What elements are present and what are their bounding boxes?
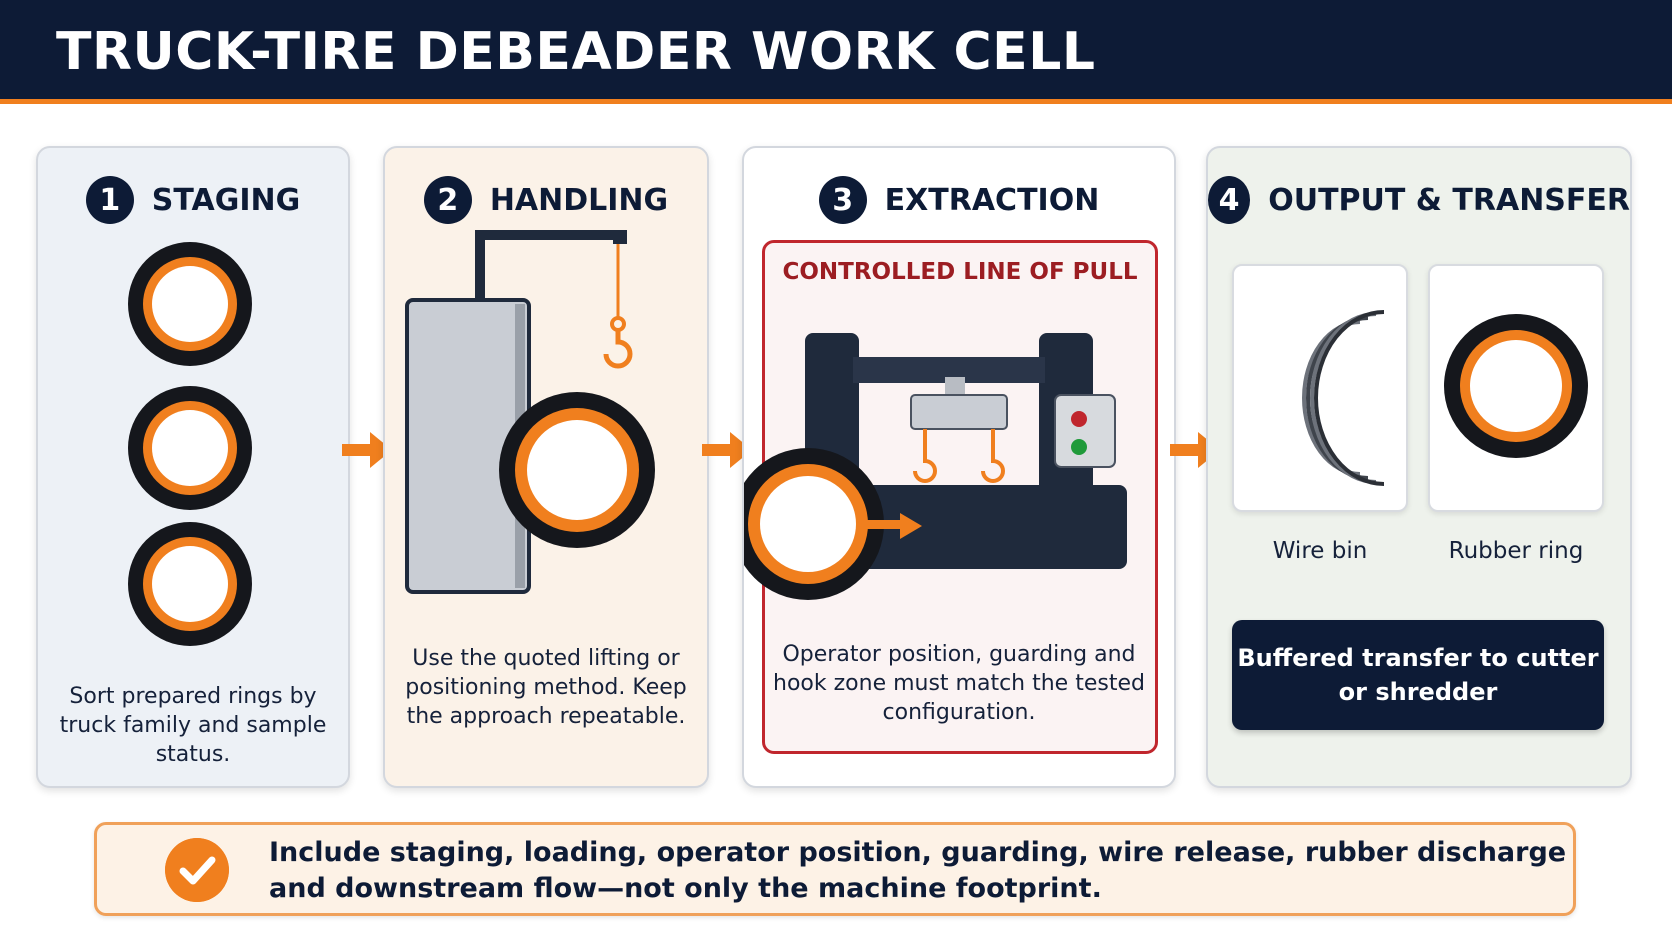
step-title: STAGING bbox=[151, 182, 301, 218]
step-header: 2 HANDLING bbox=[385, 176, 707, 224]
tire-icon bbox=[1444, 314, 1588, 458]
output-label: Rubber ring bbox=[1448, 538, 1584, 564]
hook-icon bbox=[603, 316, 633, 369]
step-number-badge: 2 bbox=[423, 176, 472, 224]
note-line: and downstream flow—not only the machine… bbox=[269, 873, 1102, 904]
hook-icon bbox=[913, 429, 937, 483]
requirements-note: Include staging, loading, operator posit… bbox=[94, 822, 1576, 916]
hoist-icon bbox=[405, 230, 655, 594]
wire-bundle-icon bbox=[1302, 310, 1385, 486]
tire-icon bbox=[744, 448, 884, 600]
callout-title: CONTROLLED LINE OF PULL bbox=[782, 259, 1138, 285]
page-title: TRUCK-TIRE DEBEADER WORK CELL bbox=[56, 22, 1096, 82]
rubber-ring-card bbox=[1428, 264, 1604, 512]
arrow-right-icon bbox=[860, 513, 922, 539]
checkmark-icon bbox=[165, 838, 229, 902]
controlled-line-of-pull-zone: CONTROLLED LINE OF PULL bbox=[762, 240, 1158, 754]
step-title: OUTPUT & TRANSFER bbox=[1268, 182, 1630, 218]
step-number-badge: 4 bbox=[1208, 176, 1251, 224]
step-number-badge: 3 bbox=[818, 176, 867, 224]
step-title: HANDLING bbox=[489, 182, 669, 218]
tire-icon bbox=[499, 392, 655, 548]
wire-bin-card bbox=[1232, 264, 1408, 512]
step-description: Operator position, guarding and hook zon… bbox=[773, 642, 1145, 725]
step-number-badge: 1 bbox=[85, 176, 134, 224]
note-text: Include staging, loading, operator posit… bbox=[269, 835, 1566, 907]
step-title: EXTRACTION bbox=[884, 182, 1100, 218]
transfer-box: Buffered transfer to cutter or shredder bbox=[1232, 620, 1604, 730]
panel-output-transfer: 4 OUTPUT & TRANSFER Wire bin Rubber ring… bbox=[1206, 146, 1632, 788]
tire-icon bbox=[128, 242, 252, 366]
output-label: Wire bin bbox=[1272, 538, 1368, 564]
tire-icon bbox=[128, 386, 252, 510]
hook-icon bbox=[981, 429, 1005, 483]
tire-stack-icon bbox=[128, 242, 252, 646]
panel-extraction: 3 EXTRACTION CONTROLLED LINE OF PULL Ope… bbox=[742, 146, 1176, 788]
panel-staging: 1 STAGING Sort prepared rings by truck f… bbox=[36, 146, 350, 788]
header: TRUCK-TIRE DEBEADER WORK CELL bbox=[0, 0, 1672, 104]
step-header: 3 EXTRACTION bbox=[744, 176, 1174, 224]
tire-line-of-pull bbox=[744, 448, 900, 600]
tire-icon bbox=[128, 522, 252, 646]
step-header: 1 STAGING bbox=[38, 176, 348, 224]
note-line: Include staging, loading, operator posit… bbox=[269, 837, 1567, 868]
step-header: 4 OUTPUT & TRANSFER bbox=[1208, 176, 1630, 224]
arrow-right-icon bbox=[702, 432, 752, 468]
arrow-right-icon bbox=[342, 432, 392, 468]
step-description: Sort prepared rings by truck family and … bbox=[59, 684, 327, 767]
panel-handling: 2 HANDLING Use the quoted lifting or pos… bbox=[383, 146, 709, 788]
step-description: Use the quoted lifting or positioning me… bbox=[405, 646, 687, 729]
